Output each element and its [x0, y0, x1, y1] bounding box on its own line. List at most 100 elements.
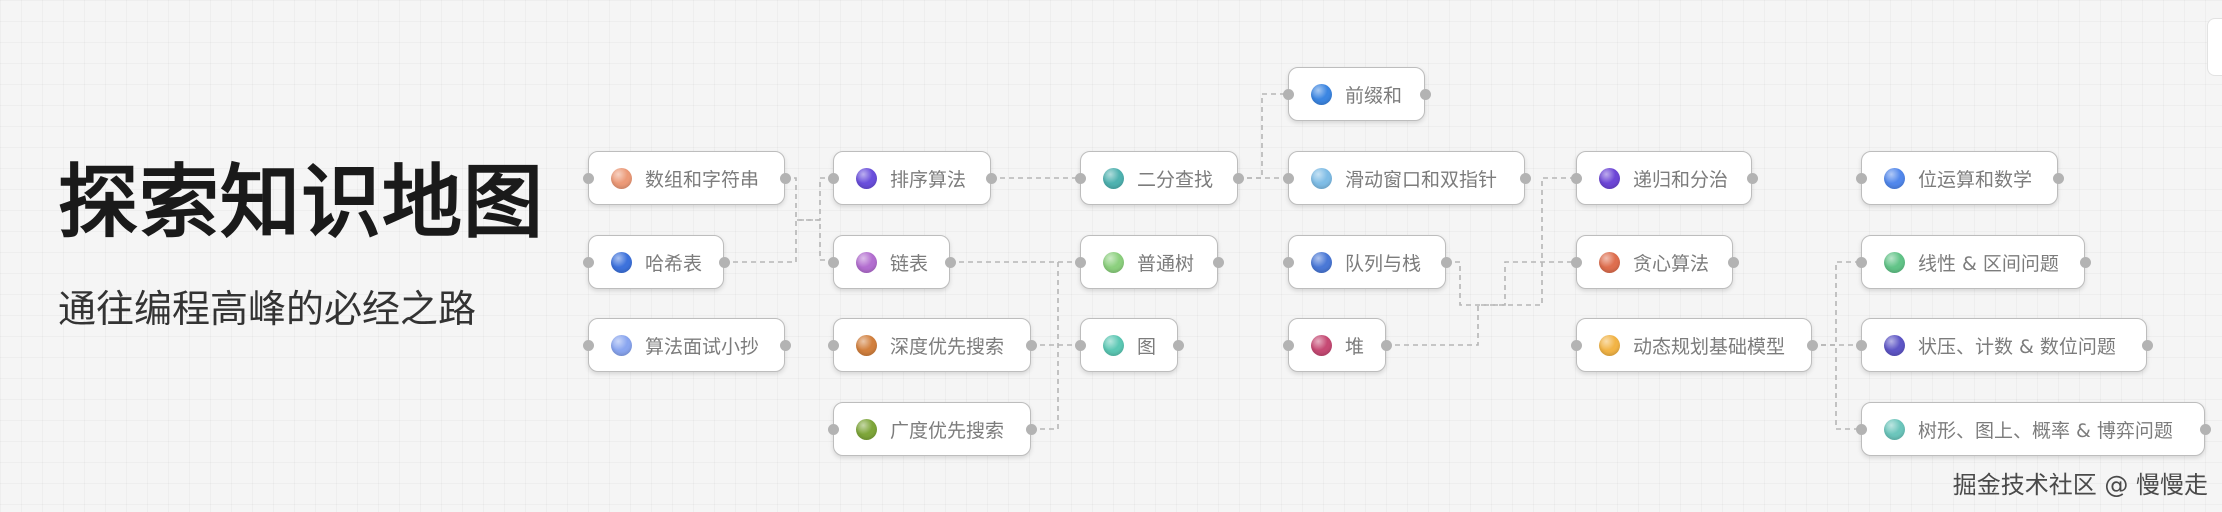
node-binary-search[interactable]: 二分查找 [1074, 151, 1244, 205]
node-label: 算法面试小抄 [645, 335, 760, 358]
node-label: 滑动窗口和双指针 [1345, 168, 1498, 191]
node-arrays-and-strings[interactable]: 数组和字符串 [582, 151, 791, 205]
node-breadth-first-search[interactable]: 广度优先搜索 [827, 402, 1037, 456]
connection-handle-left[interactable] [1074, 172, 1086, 184]
connection-handle-left[interactable] [827, 256, 839, 268]
node-heap[interactable]: 堆 [1282, 318, 1392, 372]
node-label: 广度优先搜索 [890, 419, 1005, 442]
node-linked-list[interactable]: 链表 [827, 235, 956, 289]
connection-handle-right[interactable] [2141, 339, 2153, 351]
page-subtitle: 通往编程高峰的必经之路 [58, 287, 477, 331]
node-marker-icon [1599, 334, 1620, 356]
edge-dongtai-to-shuxing [1812, 344, 1860, 430]
node-algorithm-cheatsheet[interactable]: 算法面试小抄 [582, 318, 791, 372]
connection-handle-right[interactable] [1025, 339, 1037, 351]
node-marker-icon [856, 251, 877, 273]
node-marker-icon [1599, 167, 1620, 189]
connection-handle-right[interactable] [1025, 423, 1037, 435]
node-label: 链表 [890, 252, 929, 275]
node-marker-icon [1311, 334, 1332, 356]
connection-handle-right[interactable] [1172, 339, 1184, 351]
node-linear-interval-problems[interactable]: 线性 & 区间问题 [1855, 235, 2091, 289]
connection-handle-left[interactable] [1855, 339, 1867, 351]
connection-handle-right[interactable] [1806, 339, 1818, 351]
connection-handle-right[interactable] [1232, 172, 1244, 184]
node-marker-icon [1311, 251, 1332, 273]
node-label: 递归和分治 [1633, 168, 1729, 191]
connection-handle-right[interactable] [2079, 256, 2091, 268]
connection-handle-right[interactable] [779, 339, 791, 351]
node-sliding-window-two-pointers[interactable]: 滑动窗口和双指针 [1282, 151, 1531, 205]
node-queue-and-stack[interactable]: 队列与栈 [1282, 235, 1452, 289]
connection-handle-left[interactable] [582, 172, 594, 184]
connection-handle-left[interactable] [1570, 339, 1582, 351]
node-marker-icon [611, 251, 632, 273]
connection-handle-left[interactable] [1074, 256, 1086, 268]
connection-handle-right[interactable] [1419, 88, 1431, 100]
connection-handle-left[interactable] [1855, 172, 1867, 184]
connection-handle-right[interactable] [2199, 423, 2211, 435]
side-panel-toggle[interactable] [2207, 18, 2222, 76]
connection-handle-right[interactable] [1212, 256, 1224, 268]
connection-handle-left[interactable] [827, 339, 839, 351]
connection-handle-left[interactable] [1282, 88, 1294, 100]
node-label: 位运算和数学 [1918, 168, 2033, 191]
edge-haxi-to-paixu [724, 177, 832, 263]
connection-handle-left[interactable] [1282, 172, 1294, 184]
node-label: 哈希表 [645, 252, 703, 275]
connection-handle-right[interactable] [718, 256, 730, 268]
node-label: 贪心算法 [1633, 252, 1710, 275]
node-marker-icon [1884, 334, 1905, 356]
connection-handle-right[interactable] [779, 172, 791, 184]
node-bit-manipulation-math[interactable]: 位运算和数学 [1855, 151, 2064, 205]
node-bitmask-counting-digit-problems[interactable]: 状压、计数 & 数位问题 [1855, 318, 2153, 372]
connection-handle-left[interactable] [1282, 339, 1294, 351]
node-label: 前缀和 [1345, 84, 1403, 107]
node-label: 堆 [1345, 335, 1365, 358]
connection-handle-left[interactable] [1074, 339, 1086, 351]
node-tree-graph-probability-game-problems[interactable]: 树形、图上、概率 & 博弈问题 [1855, 402, 2211, 456]
node-graph[interactable]: 图 [1074, 318, 1184, 372]
connection-handle-left[interactable] [827, 423, 839, 435]
edge-dui-to-digui [1386, 177, 1575, 346]
node-marker-icon [856, 418, 877, 440]
connection-handle-left[interactable] [1855, 423, 1867, 435]
node-sorting-algorithms[interactable]: 排序算法 [827, 151, 997, 205]
connection-handle-right[interactable] [944, 256, 956, 268]
connection-handle-right[interactable] [985, 172, 997, 184]
node-general-tree[interactable]: 普通树 [1074, 235, 1224, 289]
node-hash-table[interactable]: 哈希表 [582, 235, 730, 289]
node-prefix-sum[interactable]: 前缀和 [1282, 67, 1431, 121]
node-marker-icon [1884, 167, 1905, 189]
connection-handle-left[interactable] [582, 256, 594, 268]
connection-handle-left[interactable] [1282, 256, 1294, 268]
connection-handle-left[interactable] [827, 172, 839, 184]
connection-handle-left[interactable] [1570, 256, 1582, 268]
node-depth-first-search[interactable]: 深度优先搜索 [827, 318, 1037, 372]
connection-handle-left[interactable] [582, 339, 594, 351]
node-dynamic-programming-basics[interactable]: 动态规划基础模型 [1570, 318, 1818, 372]
connection-handle-right[interactable] [1519, 172, 1531, 184]
node-greedy-algorithm[interactable]: 贪心算法 [1570, 235, 1739, 289]
node-recursion-divide-conquer[interactable]: 递归和分治 [1570, 151, 1758, 205]
node-marker-icon [611, 334, 632, 356]
edge-shuzu-to-lianbiao [785, 177, 832, 261]
connection-handle-right[interactable] [1380, 339, 1392, 351]
connection-handle-left[interactable] [1570, 172, 1582, 184]
node-label: 状压、计数 & 数位问题 [1918, 335, 2116, 358]
connection-handle-right[interactable] [1746, 172, 1758, 184]
node-label: 图 [1137, 335, 1157, 358]
node-marker-icon [856, 167, 877, 189]
connection-handle-right[interactable] [1727, 256, 1739, 268]
connection-handle-right[interactable] [2052, 172, 2064, 184]
node-label: 线性 & 区间问题 [1918, 252, 2059, 275]
node-marker-icon [1884, 251, 1905, 273]
node-label: 二分查找 [1137, 168, 1214, 191]
edge-duilie-to-tanxin [1446, 261, 1575, 306]
connection-handle-left[interactable] [1855, 256, 1867, 268]
node-marker-icon [1599, 251, 1620, 273]
connection-handle-right[interactable] [1440, 256, 1452, 268]
node-label: 深度优先搜索 [890, 335, 1005, 358]
node-marker-icon [1311, 83, 1332, 105]
